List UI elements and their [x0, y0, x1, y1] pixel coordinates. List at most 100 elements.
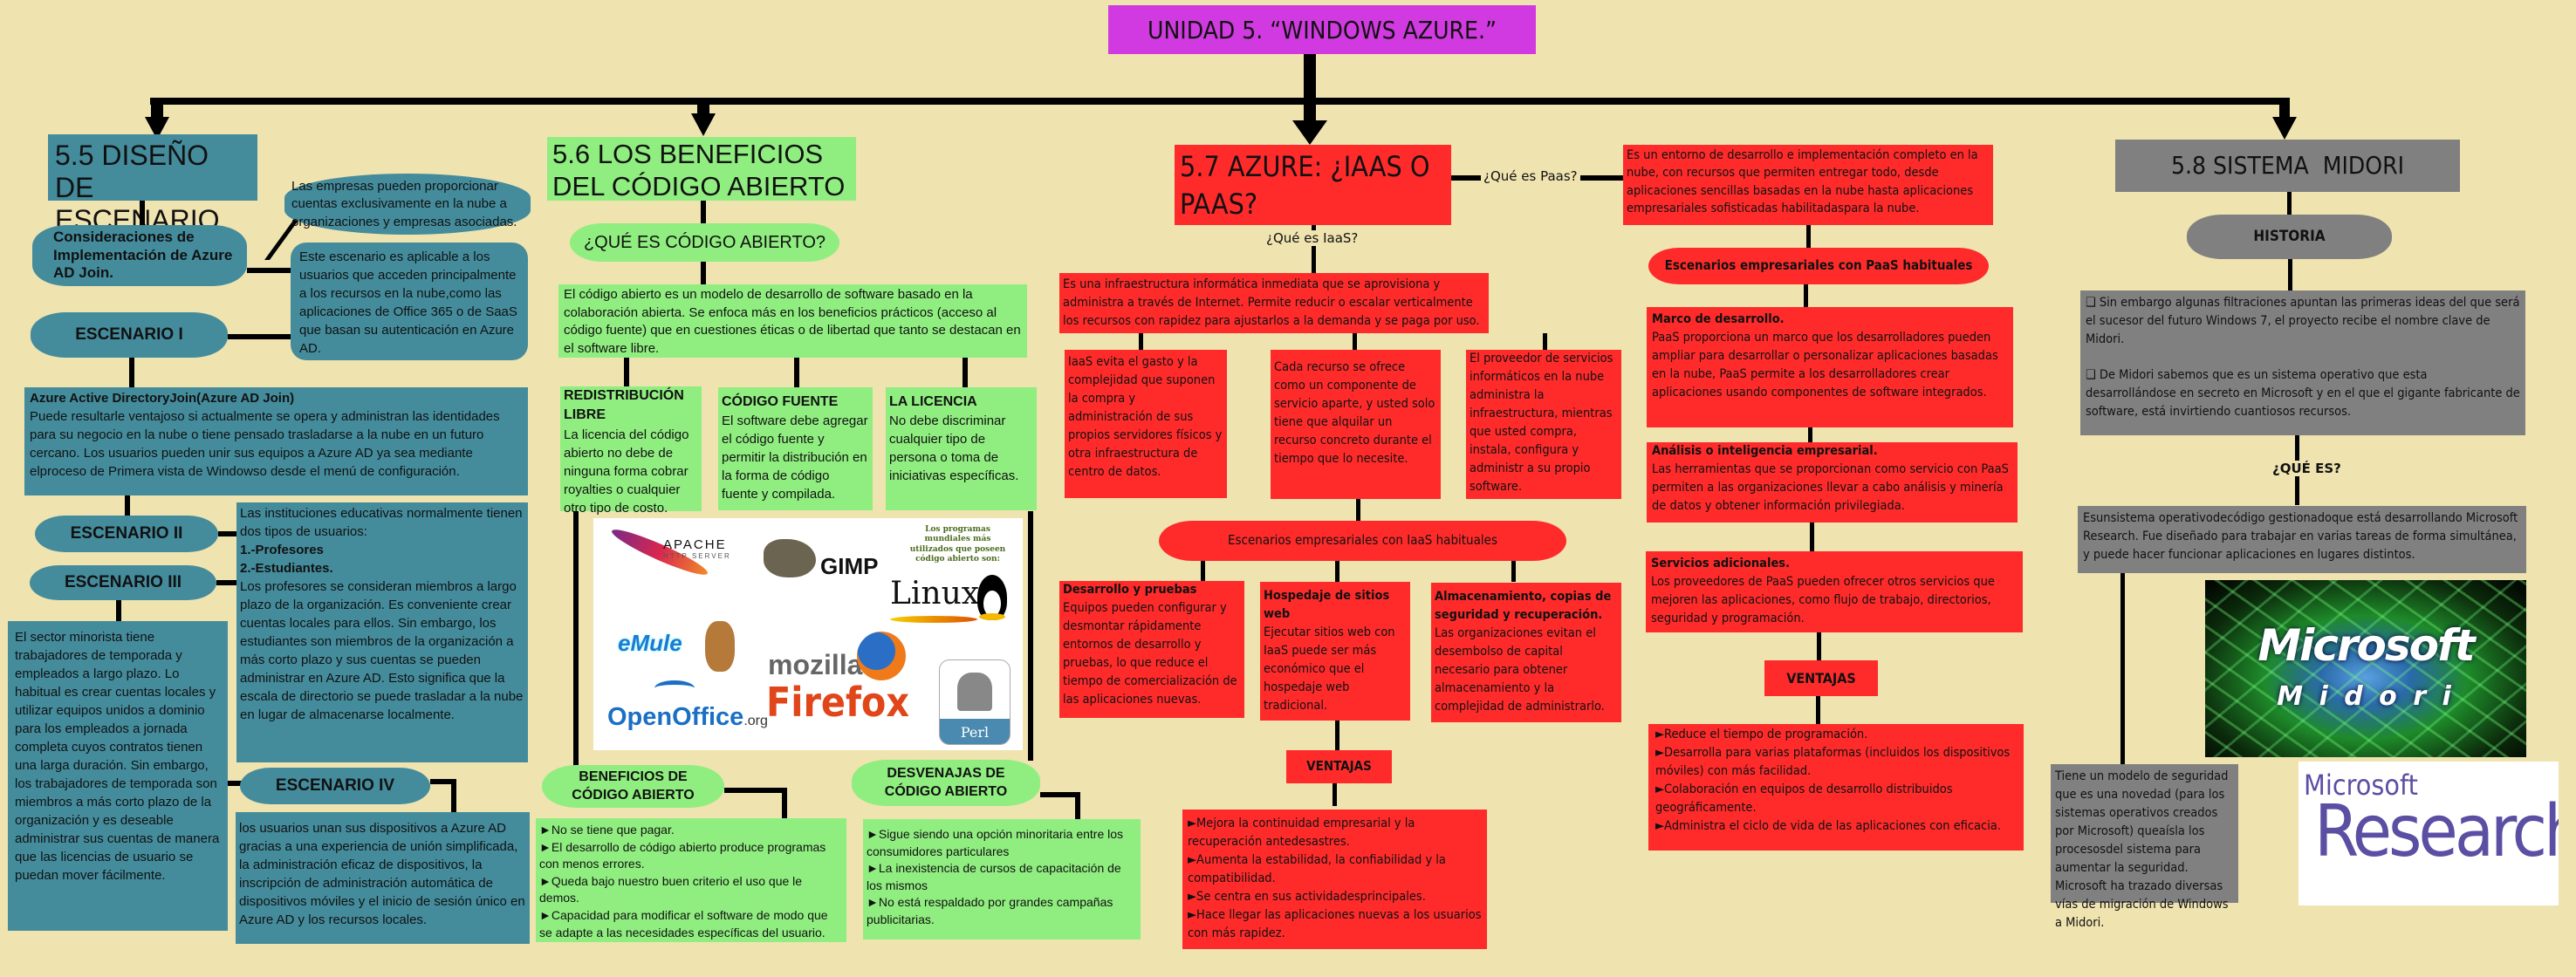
connector	[1806, 225, 1811, 249]
gimp-logo: GIMP	[820, 553, 879, 579]
connector	[2120, 573, 2125, 765]
microsoft-midori-image: Microsoft M i d o r i	[2205, 580, 2526, 757]
beneficios-node: BENEFICIOS DE CÓDIGO ABIERTO	[542, 765, 724, 808]
connector	[724, 788, 787, 793]
iaas-point-1: IaaS evita el gasto y la complejidad que…	[1065, 350, 1227, 498]
list-item: ►No se tiene que pagar.	[539, 823, 675, 837]
arrow-down-icon	[691, 113, 716, 136]
connector	[782, 788, 787, 819]
connector	[451, 779, 456, 814]
list-item: ►Reduce el tiempo de programación.	[1655, 728, 1868, 741]
card-la-licencia: LA LICENCIA No debe discriminar cualquie…	[886, 387, 1037, 510]
seguridad-node: Tiene un modelo de seguridad que es una …	[2051, 764, 2238, 930]
que-es-midori-label: ¿QUÉ ES?	[2270, 461, 2344, 476]
list-item: ►Sigue siendo una opción minoritaria ent…	[867, 827, 1124, 858]
beneficios-list: ►No se tiene que pagar. ►El desarrollo d…	[536, 818, 846, 942]
escenario-4-node: ESCENARIO IV	[240, 768, 430, 804]
midori-logo-microsoft: Microsoft	[2257, 620, 2475, 671]
escenario-3-node: ESCENARIO III	[30, 565, 216, 600]
azure-ad-join-node: Azure Active DirectoryJoin(Azure AD Join…	[24, 387, 528, 495]
section-5-8-title: 5.8 SISTEMA MIDORI	[2115, 140, 2460, 192]
connector	[1816, 696, 1820, 724]
section-5-6-title: 5.6 LOS BENEFICIOS DEL CÓDIGO ABIERTO	[547, 137, 856, 202]
connector	[1353, 333, 1357, 351]
connector-to-5-5	[151, 101, 163, 119]
connector	[1810, 523, 1814, 552]
minorista-node: El sector minorista tiene trabajadores d…	[8, 621, 228, 931]
connector	[2287, 192, 2292, 216]
consideraciones-node: Consideraciones de Implementación de Azu…	[32, 225, 247, 286]
list-item: ►El desarrollo de código abierto produce…	[539, 839, 826, 871]
list-item: ►Administra el ciclo de vida de las apli…	[1655, 819, 2001, 834]
que-es-midori-node: Esunsistema operativodecódigo gestionado…	[2078, 506, 2526, 573]
connector	[1543, 333, 1547, 351]
list-item: ►Colaboración en equipos de desarrollo d…	[1655, 782, 1953, 816]
connector	[1804, 284, 1808, 307]
mozilla-logo: mozilla	[768, 649, 863, 680]
connector	[963, 358, 968, 387]
paas-scenario-analisis: Análisis o inteligencia empresarial. Las…	[1647, 442, 2018, 523]
connector	[1356, 499, 1360, 522]
linux-swoosh-icon	[890, 616, 977, 623]
connector	[116, 600, 121, 623]
list-item: ►Desarrolla para varias plataformas (inc…	[1655, 746, 2011, 779]
connector	[1335, 721, 1339, 751]
connector	[228, 334, 291, 339]
list-item: ►La inexistencia de cursos de capacitaci…	[867, 861, 1121, 892]
list-item: ►Hace llegar las aplicaciones nuevas a l…	[1188, 908, 1482, 941]
paas-scenario-marco: Marco de desarrollo. PaaS proporciona un…	[1647, 307, 2013, 427]
main-title: UNIDAD 5. “WINDOWS AZURE.”	[1108, 5, 1536, 54]
emule-donkey-icon	[705, 621, 735, 672]
iaas-scenario-desarrollo: Desarrollo y pruebas Equipos pueden conf…	[1059, 581, 1244, 718]
arrow-down-icon	[1292, 120, 1327, 145]
list-item: ►No está respaldado por grandes campañas…	[867, 895, 1113, 926]
escenario-4-text-node: los usuarios unan sus dispositivos a Azu…	[236, 812, 530, 944]
connector	[1335, 561, 1339, 582]
connector	[1511, 561, 1516, 582]
section-5-7-title: 5.7 AZURE: ¿IAAS O PAAS?	[1175, 145, 1451, 225]
iaas-ventajas-node: VENTAJAS	[1286, 750, 1392, 783]
escenario-1-node: ESCENARIO I	[31, 312, 228, 358]
connector	[1312, 225, 1316, 274]
openoffice-logo: OpenOffice.org	[607, 703, 768, 731]
paas-definition-node: Es un entorno de desarrollo e implementa…	[1623, 145, 1993, 225]
paas-scenario-servicios: Servicios adicionales. Los proveedores d…	[1646, 551, 2023, 632]
connector	[1333, 783, 1337, 806]
connector	[1040, 792, 1079, 797]
apache-logo: APACHE HTTP SERVER	[663, 537, 731, 560]
connector	[624, 358, 629, 387]
connector	[125, 495, 130, 518]
connector	[573, 511, 579, 767]
iaas-scenario-almacenamiento: Almacenamiento, copias de seguridad y re…	[1431, 583, 1621, 722]
connector	[140, 201, 145, 227]
connector	[1075, 792, 1080, 820]
que-es-codigo-abierto-node: ¿QUÉ ES CÓDIGO ABIERTO?	[570, 223, 839, 262]
que-es-iaas-label: ¿Qué es IaaS?	[1264, 230, 1361, 246]
historia-text-node: ❑ Sin embargo algunas filtraciones apunt…	[2080, 290, 2525, 435]
instituciones-node: Las instituciones educativas normalmente…	[236, 502, 528, 762]
list-item: ►Aumenta la estabilidad, la confiabilida…	[1188, 853, 1446, 886]
openoffice-gulls-icon	[654, 680, 695, 696]
list-item: ❑ Sin embargo algunas filtraciones apunt…	[2086, 296, 2520, 347]
connector	[1028, 511, 1033, 761]
midori-logo-text: M i d o r i	[2277, 681, 2455, 712]
historia-node: HISTORIA	[2187, 215, 2392, 259]
connector	[701, 262, 706, 285]
connector	[1808, 427, 1812, 443]
research-logo-microsoft: Microsoft	[2304, 769, 2418, 802]
connector	[129, 358, 134, 389]
iaas-point-3: El proveedor de servicios informáticos e…	[1466, 350, 1621, 499]
logos-caption: Los programas mundiales más utilizados q…	[909, 525, 1006, 564]
connector	[1817, 632, 1821, 661]
list-item: ►Capacidad para modificar el software de…	[539, 907, 828, 939]
desventajas-list: ►Sigue siendo una opción minoritaria ent…	[863, 819, 1141, 939]
paas-scenarios-node: Escenarios empresariales con PaaS habitu…	[1648, 248, 1989, 284]
list-item: ►Se centra en sus actividadesprincipales…	[1188, 890, 1426, 905]
emule-logo: eMule	[618, 630, 682, 656]
connector-main-horizontal	[150, 98, 2290, 105]
iaas-definition-node: Es una infraestructura informática inmed…	[1059, 273, 1489, 333]
connector	[1139, 333, 1143, 351]
connector	[1201, 561, 1205, 582]
connector	[2288, 259, 2292, 292]
desventajas-node: DESVENAJAS DE CÓDIGO ABIERTO	[852, 760, 1040, 806]
